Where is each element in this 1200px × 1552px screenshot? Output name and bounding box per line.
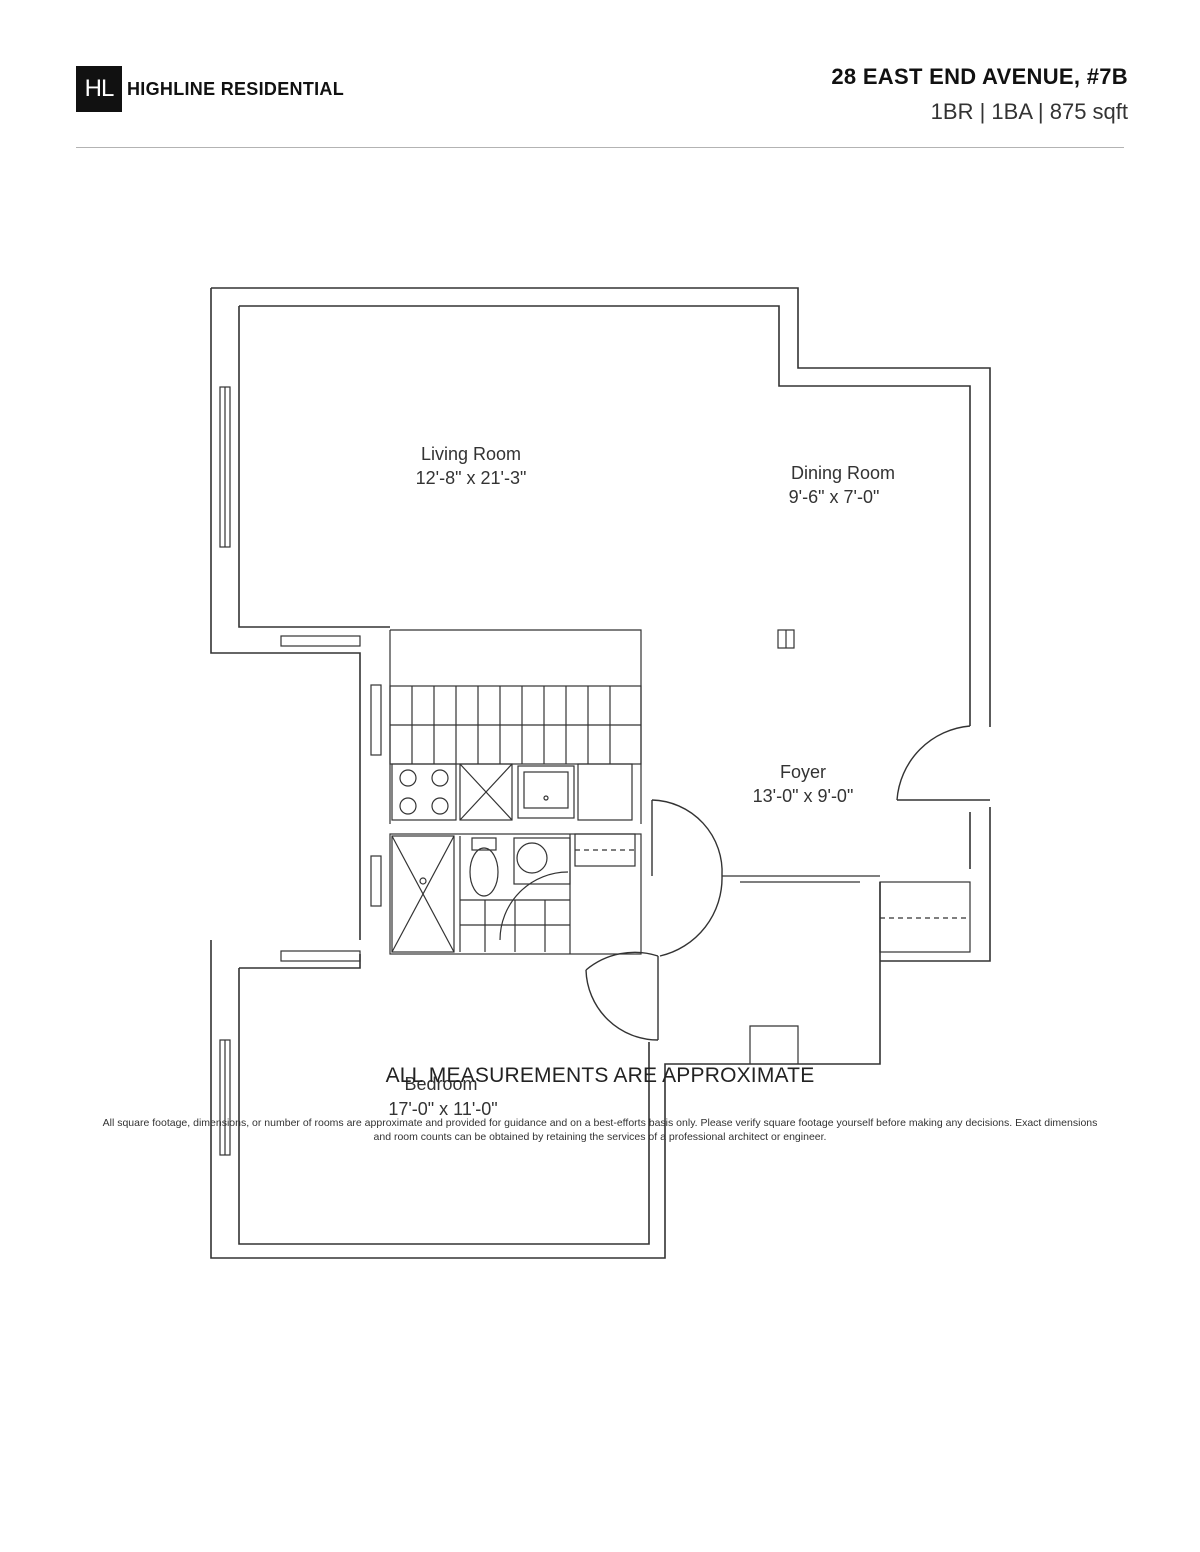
logo-mark: HL: [84, 75, 115, 102]
brand-name: HIGHLINE RESIDENTIAL: [127, 79, 345, 99]
closets: [722, 875, 971, 1064]
room-name-foyer: Foyer: [780, 762, 826, 782]
windows: [219, 386, 382, 1156]
bathroom: [389, 833, 642, 955]
kitchen: [389, 629, 795, 824]
doors: [585, 725, 990, 1041]
room-name-bedroom: Bedroom: [404, 1074, 477, 1094]
room-dimensions-bedroom: 17'-0" x 11'-0": [388, 1099, 497, 1119]
legal-disclaimer: All square footage, dimensions, or numbe…: [102, 1117, 1098, 1143]
listing-address: 28 EAST END AVENUE, #7B: [831, 64, 1128, 89]
room-dimensions-dining: 9'-6" x 7'-0": [789, 487, 880, 507]
room-name-living: Living Room: [421, 444, 521, 464]
room-dimensions-living: 12'-8" x 21'-3": [416, 468, 527, 488]
header-divider: [76, 147, 1124, 148]
room-dimensions-foyer: 13'-0" x 9'-0": [753, 786, 854, 806]
listing-specs: 1BR | 1BA | 875 sqft: [930, 99, 1128, 124]
brand-logo: HL: [76, 66, 122, 112]
room-name-dining: Dining Room: [791, 463, 895, 483]
measurement-notice: ALL MEASUREMENTS ARE APPROXIMATE: [385, 1064, 815, 1087]
